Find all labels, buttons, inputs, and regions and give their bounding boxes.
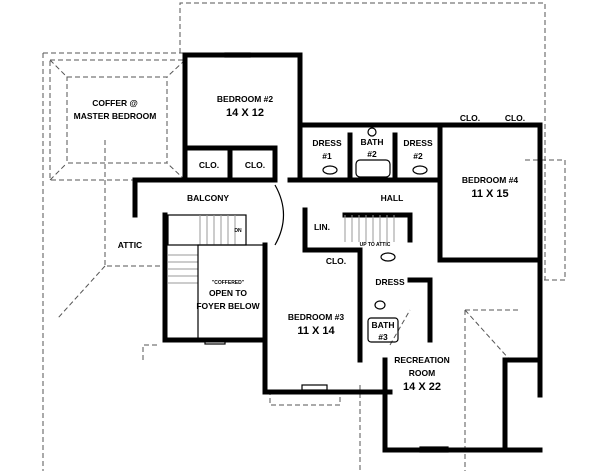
bath2-label: BATH [361, 137, 384, 147]
foyer-label-1: OPEN TO [209, 288, 247, 298]
closet-label: CLO. [245, 160, 265, 170]
attic-label: ATTIC [118, 240, 142, 250]
bath2-number: #2 [367, 149, 377, 159]
linen-label: LIN. [314, 222, 330, 232]
balcony-label: BALCONY [187, 193, 229, 203]
hall-label: HALL [381, 193, 404, 203]
bedroom2-size: 14 X 12 [226, 107, 264, 119]
dress3-label: DRESS [375, 277, 405, 287]
dress1-number: #1 [322, 151, 332, 161]
bedroom3-label: BEDROOM #3 [288, 312, 344, 322]
closet-label: CLO. [326, 256, 346, 266]
roof-outline [42, 2, 566, 471]
dress2-label: DRESS [403, 138, 433, 148]
foyer-note: "COFFERED" [212, 280, 245, 286]
stair-down-label: DN [234, 228, 242, 234]
closet-label: CLO. [505, 113, 525, 123]
coffer-label-1: COFFER @ [92, 98, 138, 108]
dress1-label: DRESS [312, 138, 342, 148]
stairs [167, 52, 449, 453]
bedroom2-label: BEDROOM #2 [217, 94, 273, 104]
bedroom4-size: 11 X 15 [471, 188, 508, 200]
closet-label: CLO. [199, 160, 219, 170]
bedroom3-size: 11 X 14 [297, 325, 335, 337]
recreation-label-2: ROOM [409, 368, 435, 378]
coffer-label-2: MASTER BEDROOM [74, 111, 157, 121]
recreation-size: 14 X 22 [403, 381, 441, 393]
room-labels: COFFER @ MASTER BEDROOM BEDROOM #2 14 X … [74, 94, 525, 393]
closet-label: CLO. [460, 113, 480, 123]
bath3-label: BATH [372, 320, 395, 330]
recreation-label-1: RECREATION [394, 355, 450, 365]
up-to-attic-label: UP TO ATTIC [360, 242, 391, 248]
foyer-label-2: FOYER BELOW [196, 301, 260, 311]
bath3-number: #3 [378, 332, 388, 342]
bedroom4-label: BEDROOM #4 [462, 175, 518, 185]
dress2-number: #2 [413, 151, 423, 161]
